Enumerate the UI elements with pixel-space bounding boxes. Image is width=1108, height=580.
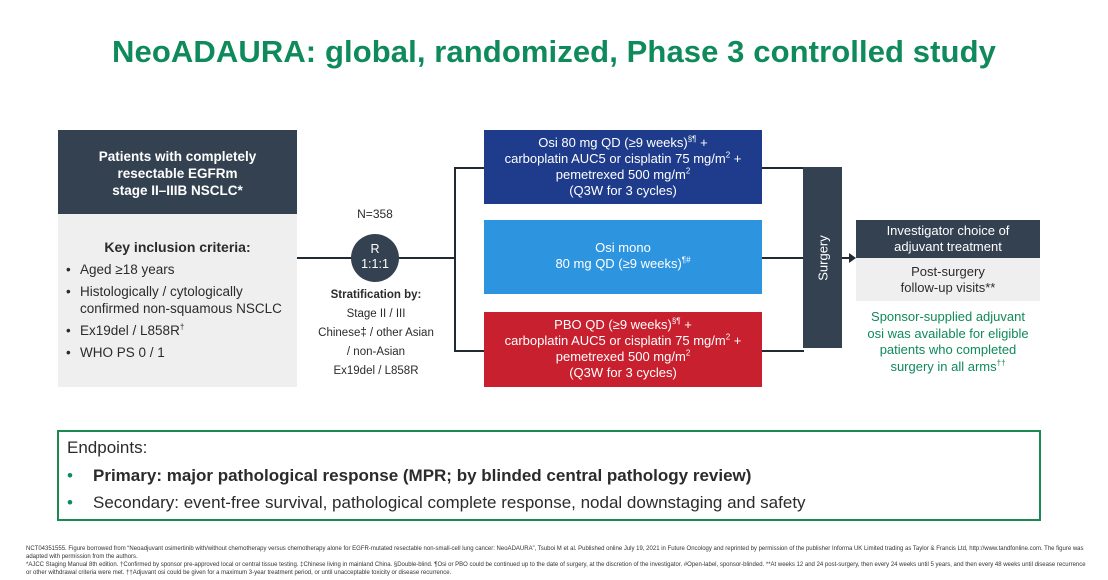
followup-box: Post-surgery follow-up visits** xyxy=(856,258,1040,301)
endpoint-primary: • Primary: major pathological response (… xyxy=(67,466,752,485)
patients-line-2: resectable EGFRm xyxy=(117,166,238,181)
randomization-circle: R 1:1:1 xyxy=(351,234,399,282)
endpoints-title: Endpoints: xyxy=(67,438,148,457)
randomization-r: R xyxy=(370,242,380,256)
connector-to-arm3 xyxy=(454,350,486,352)
stratification-heading: Stratification by: xyxy=(330,289,422,301)
arm-osi-chemo: Osi 80 mg QD (≥9 weeks)§¶ + carboplatin … xyxy=(484,130,762,204)
criteria-item: •Aged ≥18 years xyxy=(66,262,175,277)
patients-line-1: Patients with completely xyxy=(98,149,257,164)
endpoints-box: Endpoints: • Primary: major pathological… xyxy=(57,430,1041,521)
criteria-item: •WHO PS 0 / 1 xyxy=(66,345,165,360)
connector-arm3-right xyxy=(762,350,804,352)
stratification-line: / non-Asian xyxy=(346,346,406,358)
arrow-head-icon xyxy=(849,253,856,263)
inclusion-criteria-list: •Aged ≥18 years •Histologically / cytolo… xyxy=(64,261,294,366)
arm-pbo-chemo: PBO QD (≥9 weeks)§¶ + carboplatin AUC5 o… xyxy=(484,312,762,387)
patients-line-3: stage II–IIIB NSCLC* xyxy=(112,183,243,198)
footnote-source: NCT04351555. Figure borrowed from “Neoad… xyxy=(26,546,1084,560)
footnote-definitions: *AJCC Staging Manual 8th edition. †Confi… xyxy=(26,562,1086,576)
inclusion-criteria-title: Key inclusion criteria: xyxy=(104,239,251,255)
connector-to-arm1 xyxy=(454,167,486,169)
stratification-line: Stage II / III xyxy=(346,308,406,320)
connector-vertical-left xyxy=(454,167,456,352)
stratification-line: Chinese‡ / other Asian xyxy=(318,327,434,339)
investigator-choice-box: Investigator choice of adjuvant treatmen… xyxy=(856,220,1040,258)
bullet-icon: • xyxy=(67,466,73,485)
endpoint-secondary: • Secondary: event-free survival, pathol… xyxy=(67,493,806,512)
surgery-box: Surgery xyxy=(803,167,842,348)
criteria-item: •Ex19del / L858R† xyxy=(66,322,185,338)
page-title: NeoADAURA: global, randomized, Phase 3 c… xyxy=(112,34,996,69)
connector-arm2-right xyxy=(762,257,804,259)
sample-size-label: N=358 xyxy=(357,207,393,221)
connector-surgery-right xyxy=(842,257,850,259)
patients-box: Patients with completely resectable EGFR… xyxy=(58,130,297,214)
stratification-block: Stratification by: Stage II / III Chines… xyxy=(312,286,440,381)
arm-osi-mono: Osi mono 80 mg QD (≥9 weeks)¶# xyxy=(484,220,762,294)
randomization-ratio: 1:1:1 xyxy=(361,257,389,271)
surgery-label: Surgery xyxy=(815,234,830,281)
inclusion-criteria-box: Key inclusion criteria: •Aged ≥18 years … xyxy=(58,214,297,387)
bullet-icon: • xyxy=(67,493,73,512)
sponsor-note: Sponsor-supplied adjuvant osi was availa… xyxy=(867,309,1029,374)
connector-arm1-right xyxy=(762,167,804,169)
stratification-line: Ex19del / L858R xyxy=(333,365,419,377)
